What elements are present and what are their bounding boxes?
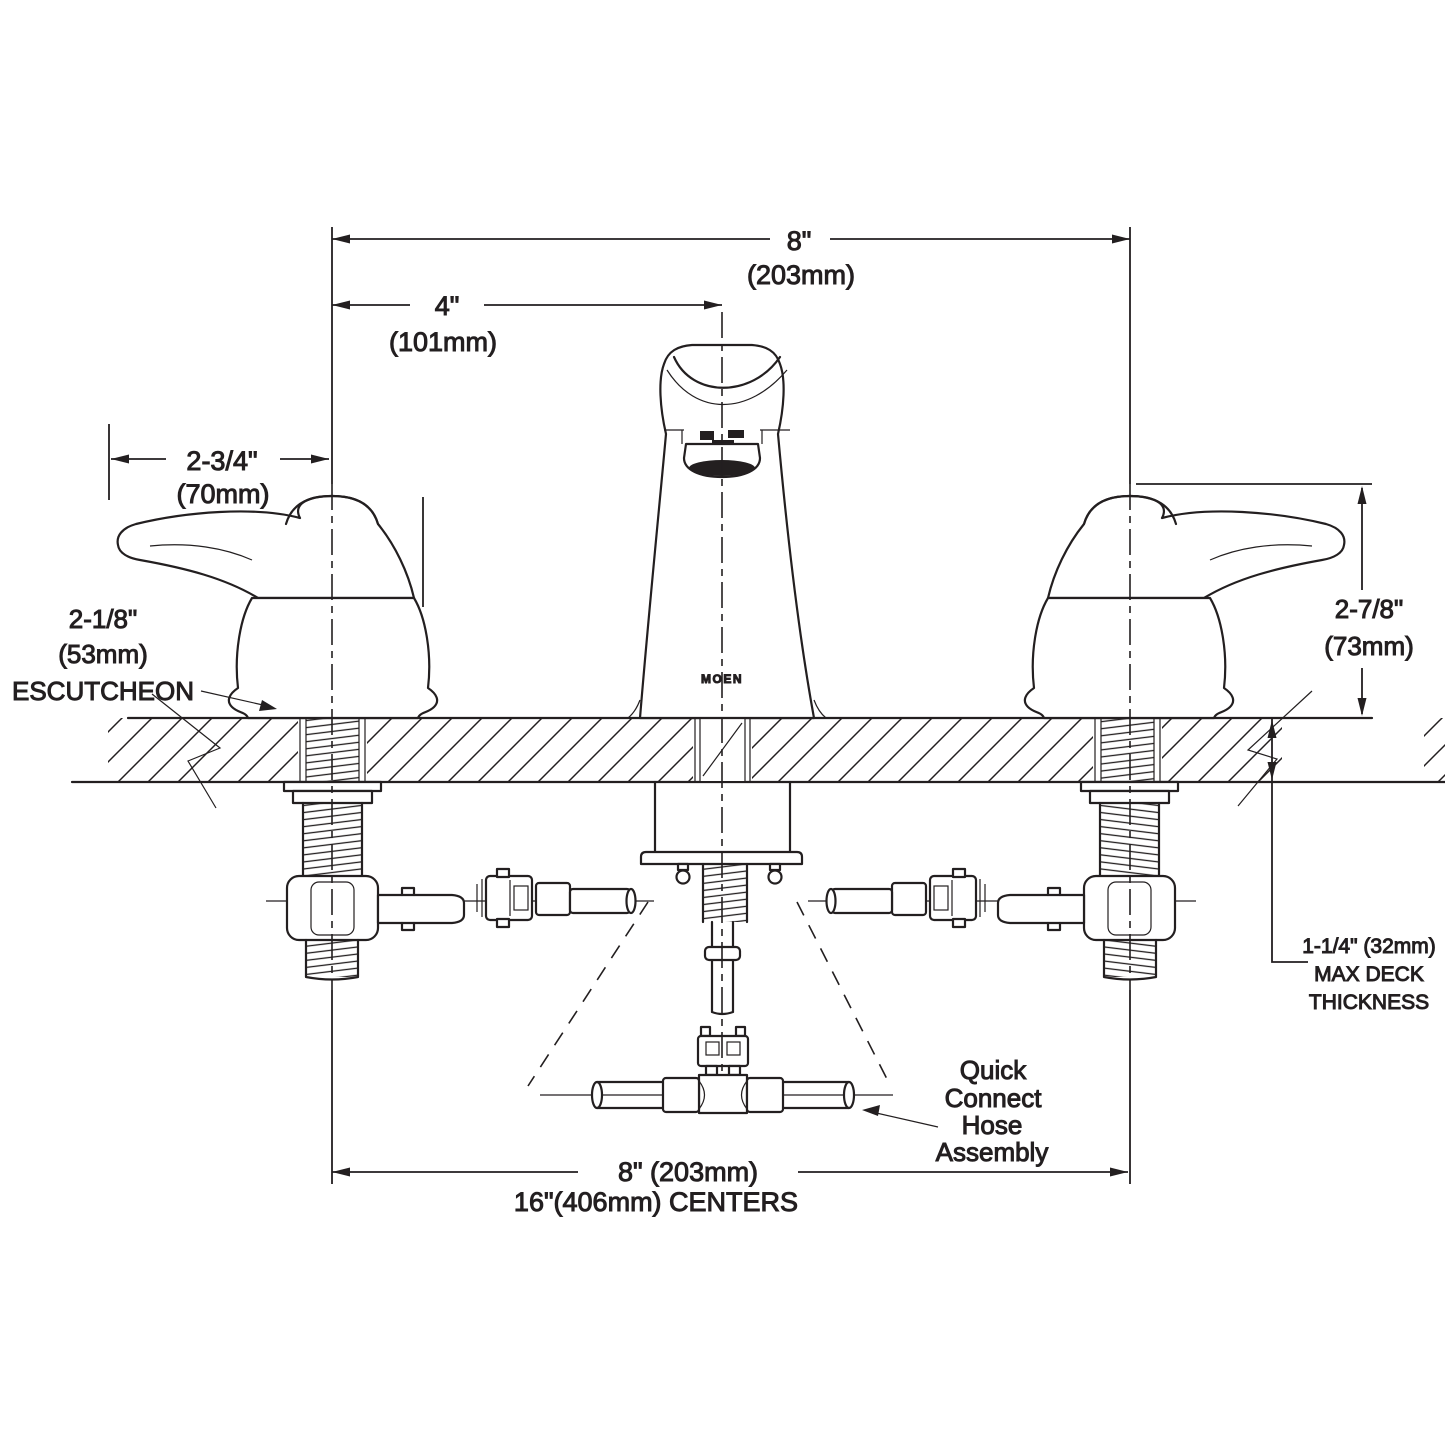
dim-top-span-8in: 8" (203mm)	[331, 226, 1131, 484]
callout-hose-assembly: Quick Connect Hose Assembly	[862, 1055, 1049, 1168]
right-handle	[1023, 494, 1346, 720]
dim-reach-imperial: 2-3/4"	[186, 446, 257, 476]
valve-outlet-barb	[376, 886, 466, 932]
hose-left-run	[590, 1076, 701, 1114]
hose-callout-line2: Connect	[945, 1083, 1043, 1113]
left-handle	[116, 494, 439, 720]
supply-hose-end	[534, 881, 637, 917]
dim-half-metric: (101mm)	[389, 327, 497, 357]
dim-handle-height: 2-7/8" (73mm)	[1136, 483, 1414, 716]
dim-height-imperial: 2-7/8"	[1335, 594, 1404, 624]
hose-right-run	[745, 1076, 856, 1114]
hose-locator-dash-right	[796, 901, 890, 1084]
dim-bottom-line1: 8" (203mm)	[618, 1157, 758, 1187]
deck-thickness-line1: 1-1/4" (32mm)	[1302, 935, 1436, 958]
dim-deck-thickness: 1-1/4" (32mm) MAX DECK THICKNESS	[1267, 718, 1436, 1015]
deck-thickness-line2: MAX DECK	[1314, 963, 1424, 986]
mounting-screw-right	[767, 862, 783, 885]
dim-half-span-4in: 4" (101mm)	[332, 291, 722, 358]
deck-thickness-line3: THICKNESS	[1309, 991, 1429, 1014]
dim-height-metric: (73mm)	[1324, 631, 1414, 661]
hose-tee	[697, 1073, 749, 1115]
hose-leader-arrow	[862, 1105, 880, 1116]
spout-hood-inner-curve	[672, 355, 782, 389]
dim-top-metric: (203mm)	[747, 260, 855, 290]
hose-callout-line3: Hose	[962, 1110, 1023, 1140]
hose-callout-line1: Quick	[960, 1055, 1027, 1085]
escutcheon-metric: (53mm)	[58, 639, 148, 669]
escutcheon-leader-arrow	[259, 700, 277, 711]
callout-escutcheon: 2-1/8" (53mm) ESCUTCHEON	[11, 604, 277, 711]
hose-callout-line4: Assembly	[936, 1137, 1049, 1167]
mounting-screw-left	[675, 862, 691, 885]
deck-break-right	[1237, 690, 1313, 807]
threaded-stud	[701, 862, 749, 924]
hose-locator-dash-left	[527, 901, 649, 1087]
dim-handle-reach: 2-3/4" (70mm)	[108, 424, 424, 607]
quick-connect-fitting	[696, 1025, 750, 1077]
quick-connector	[476, 867, 534, 929]
dim-top-imperial: 8"	[787, 226, 812, 256]
escutcheon-imperial: 2-1/8"	[69, 604, 138, 634]
dim-bottom-centers: 8" (203mm) 16"(406mm) CENTERS	[331, 990, 1131, 1218]
dim-half-imperial: 4"	[435, 291, 460, 321]
dim-bottom-line2: 16"(406mm) CENTERS	[514, 1187, 798, 1217]
dim-reach-metric: (70mm)	[177, 479, 270, 509]
escutcheon-label: ESCUTCHEON	[12, 676, 194, 706]
deck-break-left	[151, 693, 222, 809]
right-shank-in-deck	[1100, 719, 1155, 781]
